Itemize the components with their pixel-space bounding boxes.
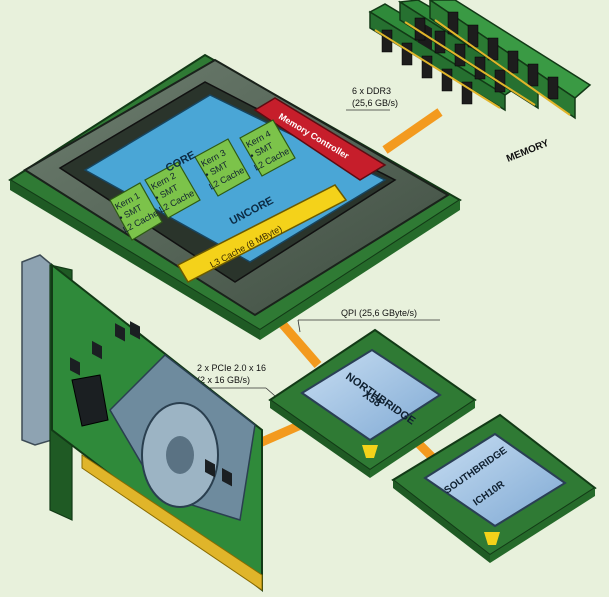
memory-controller-block [253, 97, 387, 181]
memory-link-line1: 6 x DDR3 [352, 86, 391, 96]
memory-link-line2: (25,6 GB/s) [352, 98, 398, 108]
core-block-2 [144, 161, 201, 219]
core-block-1 [109, 182, 163, 241]
dimm-3 [428, 0, 592, 120]
memory-bus [382, 108, 443, 154]
core-block-3 [194, 138, 251, 197]
memory-label: MEMORY [505, 138, 551, 165]
southbridge-chip: SOUTHBRIDGE ICH10R [391, 413, 597, 563]
card-bracket [21, 254, 53, 446]
pcie-line2: (2 x 16 GB/s) [197, 375, 250, 385]
l3-cache-block [176, 184, 348, 283]
core-block-4 [239, 119, 296, 177]
pcie-line1: 2 x PCIe 2.0 x 16 [197, 363, 266, 373]
card-components [70, 321, 232, 487]
dimm-contacts [374, 19, 571, 116]
northbridge-chip: NORTHBRIDGE X58 [268, 328, 477, 478]
cpu-die [83, 94, 387, 283]
dimm-chips [381, 11, 559, 105]
qpi-label: QPI (25,6 GByte/s) [341, 308, 417, 318]
card-connector [81, 454, 263, 591]
graphics-card [21, 254, 263, 593]
memory-modules [368, 0, 592, 120]
card-gpu [71, 374, 109, 427]
